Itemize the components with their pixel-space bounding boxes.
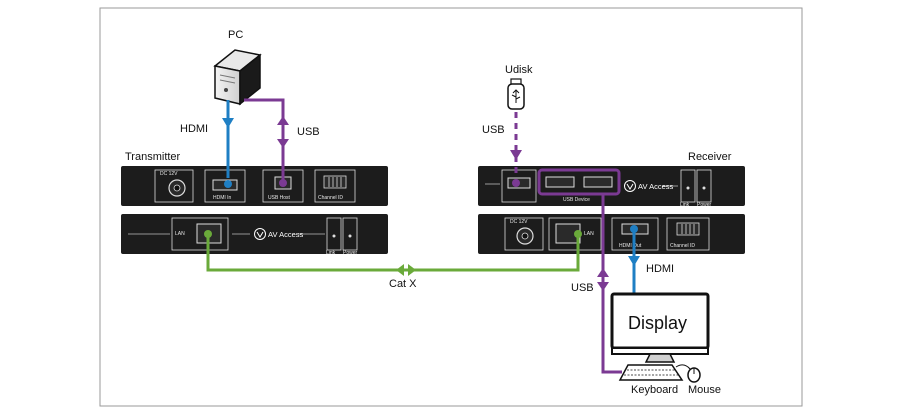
hdmi-cable-rx-to-display xyxy=(628,225,640,294)
cat-cable-tx-to-rx xyxy=(204,230,582,276)
usb-tx-label: USB xyxy=(297,126,320,138)
tx-hdmi-in-port xyxy=(204,169,246,203)
receiver-label: Receiver xyxy=(688,151,732,163)
diagram-frame xyxy=(99,7,803,407)
tx-hdmi-in-text: HDMI In xyxy=(213,195,232,201)
display-label: Display xyxy=(628,313,687,333)
usb-cable-pc-to-tx xyxy=(244,98,289,187)
rx-power-led xyxy=(696,169,712,203)
usb-rx-label: USB xyxy=(571,282,594,294)
rx-link-led xyxy=(680,169,696,203)
hdmi-tx-label: HDMI xyxy=(180,123,208,135)
rx-dc-text: DC 12V xyxy=(510,219,528,225)
tx-dc-port xyxy=(154,169,194,203)
tx-channel-id-text: Channel ID xyxy=(318,195,343,201)
mouse-icon xyxy=(675,364,701,383)
transmitter-rear-panel: LAN AV Access Link Power xyxy=(121,214,388,256)
tx-dc-text: DC 12V xyxy=(160,171,178,177)
tx-link-led xyxy=(326,217,342,251)
hdmi-rx-label: HDMI xyxy=(646,263,674,275)
tx-link-text: Link xyxy=(326,250,336,256)
rx-link-text: Link xyxy=(680,202,690,208)
rx-channel-id-port xyxy=(666,217,710,251)
rx-usb-device-port-2 xyxy=(583,176,613,188)
udisk-icon xyxy=(507,78,525,110)
rx-lan-port xyxy=(548,217,602,251)
rx-usb-device-highlight xyxy=(537,168,621,196)
udisk-label: Udisk xyxy=(505,64,533,76)
rx-usb-device-port-1 xyxy=(545,176,575,188)
receiver-rear-panel: DC 12V LAN HDMI Out Channel ID xyxy=(478,214,745,254)
usb-cable-udisk-to-rx xyxy=(510,112,522,187)
cat-x-label: Cat X xyxy=(389,278,417,290)
usb-udisk-label: USB xyxy=(482,124,505,136)
transmitter-front-panel: DC 12V HDMI In USB Host Channel ID xyxy=(121,166,388,206)
usb-cable-rx-to-keyboard xyxy=(597,194,622,374)
rx-usb-device-text: USB Device xyxy=(563,197,590,203)
rx-channel-id-text: Channel ID xyxy=(670,243,695,249)
rx-power-text: Power xyxy=(697,202,712,208)
tx-brand-text: AV Access xyxy=(268,230,304,239)
rx-brand-text: AV Access xyxy=(638,182,674,191)
tx-power-led xyxy=(342,217,358,251)
rx-hdmi-out-text: HDMI Out xyxy=(619,243,642,249)
transmitter-label: Transmitter xyxy=(125,151,181,163)
hdmi-cable-pc-to-tx xyxy=(222,100,234,188)
receiver-front-panel: USB Device AV Access Link Power xyxy=(478,166,745,208)
tx-lan-text: LAN xyxy=(175,231,185,237)
pc-icon xyxy=(213,49,262,106)
keyboard-label: Keyboard xyxy=(631,384,678,396)
display-icon xyxy=(610,292,710,363)
rx-dc-port xyxy=(504,217,544,251)
rx-usb-port-single xyxy=(501,169,537,203)
mouse-label: Mouse xyxy=(688,384,721,396)
rx-lan-text: LAN xyxy=(584,231,594,237)
tx-channel-id-port xyxy=(314,169,356,203)
tx-usb-host-text: USB Host xyxy=(268,195,291,201)
tx-power-text: Power xyxy=(343,250,358,256)
tx-lan-port xyxy=(171,217,229,251)
keyboard-icon xyxy=(618,364,684,381)
pc-label: PC xyxy=(228,29,243,41)
